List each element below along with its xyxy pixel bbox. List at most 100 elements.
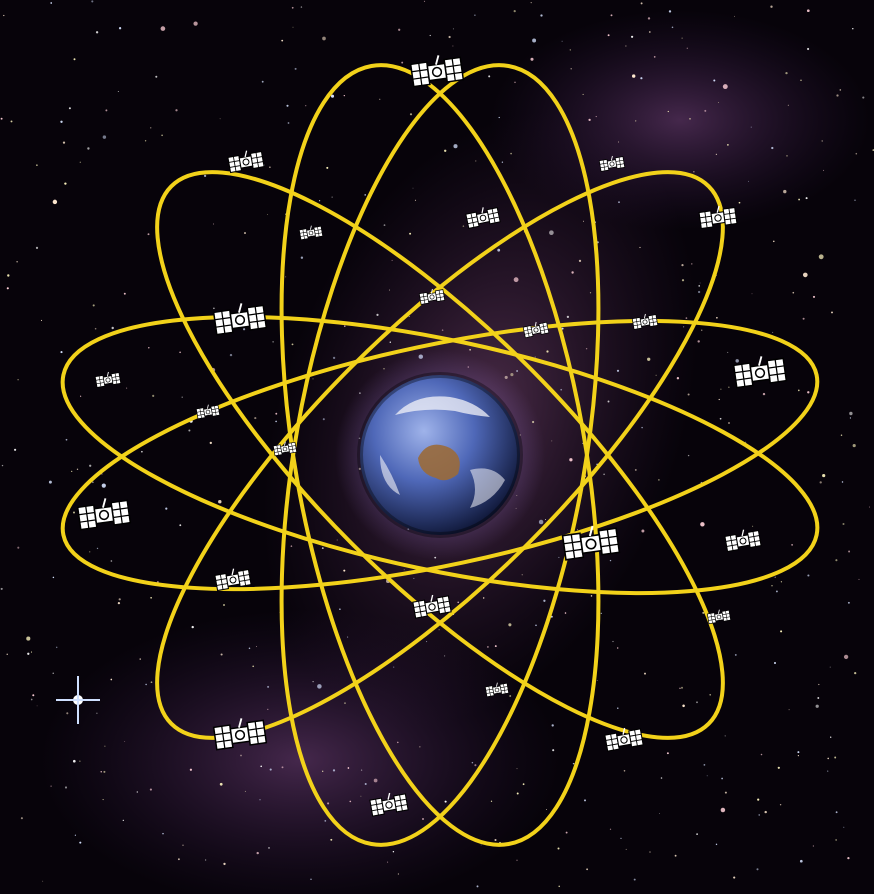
star <box>733 877 735 879</box>
star <box>262 81 264 83</box>
star <box>267 709 268 710</box>
star <box>647 358 650 361</box>
star <box>124 293 126 295</box>
star <box>3 15 4 16</box>
star <box>697 340 699 342</box>
star <box>631 36 633 38</box>
star <box>221 653 223 655</box>
star <box>700 522 704 526</box>
star <box>256 646 257 647</box>
star <box>317 684 322 689</box>
star <box>1 118 3 120</box>
star <box>641 2 643 4</box>
star <box>193 21 197 25</box>
star <box>785 72 787 74</box>
star <box>349 801 351 803</box>
star <box>118 91 119 92</box>
star <box>700 283 701 284</box>
star <box>612 641 613 642</box>
star <box>648 17 650 19</box>
star <box>80 162 81 163</box>
star <box>495 645 497 647</box>
star <box>49 481 52 484</box>
star <box>853 444 856 447</box>
star <box>73 760 76 763</box>
star <box>816 705 819 708</box>
star <box>272 341 273 342</box>
star <box>704 110 706 112</box>
star <box>682 279 684 281</box>
star <box>333 357 335 359</box>
star <box>244 232 246 234</box>
star <box>688 393 690 395</box>
star <box>77 469 78 470</box>
star <box>659 813 660 814</box>
star <box>288 122 290 124</box>
star <box>608 34 610 36</box>
star <box>773 241 774 242</box>
star <box>286 105 288 107</box>
star <box>721 778 723 780</box>
star <box>836 811 838 813</box>
star <box>140 658 141 659</box>
star <box>510 373 513 376</box>
star <box>654 56 656 58</box>
star <box>190 769 192 771</box>
star <box>64 182 66 184</box>
star <box>820 481 822 483</box>
star <box>267 686 269 688</box>
star <box>96 713 97 714</box>
star <box>713 79 715 81</box>
star <box>675 855 677 857</box>
star <box>322 771 323 772</box>
star <box>583 221 584 222</box>
star <box>365 783 367 785</box>
star <box>658 479 660 481</box>
star <box>723 84 728 89</box>
star <box>96 31 98 33</box>
star <box>379 99 380 100</box>
star <box>313 378 314 379</box>
star <box>756 868 758 870</box>
star <box>640 77 642 79</box>
star <box>165 508 167 510</box>
star <box>551 440 552 441</box>
star <box>413 578 414 579</box>
star <box>831 311 833 313</box>
star <box>254 417 256 419</box>
star <box>324 820 326 822</box>
star <box>618 201 620 203</box>
star <box>508 623 511 626</box>
star <box>7 287 9 289</box>
star <box>869 507 870 508</box>
star <box>137 791 138 792</box>
star <box>775 577 776 578</box>
star <box>453 144 457 148</box>
star <box>60 351 62 353</box>
star <box>301 6 302 7</box>
star <box>269 166 271 168</box>
star <box>761 754 763 756</box>
star <box>257 852 259 854</box>
star <box>817 697 819 699</box>
star <box>27 653 29 655</box>
star <box>822 474 825 477</box>
star <box>649 31 651 33</box>
star <box>475 160 476 161</box>
star <box>827 758 829 760</box>
star <box>374 779 378 783</box>
star <box>282 766 284 768</box>
star <box>63 141 65 143</box>
star <box>41 320 42 321</box>
star <box>850 417 851 418</box>
star <box>772 332 773 333</box>
star <box>56 647 57 648</box>
star <box>213 308 215 310</box>
star <box>444 150 446 152</box>
star <box>89 465 91 467</box>
star <box>510 153 512 155</box>
star <box>639 247 640 248</box>
star <box>687 48 688 49</box>
star <box>571 271 573 273</box>
star <box>517 793 519 795</box>
